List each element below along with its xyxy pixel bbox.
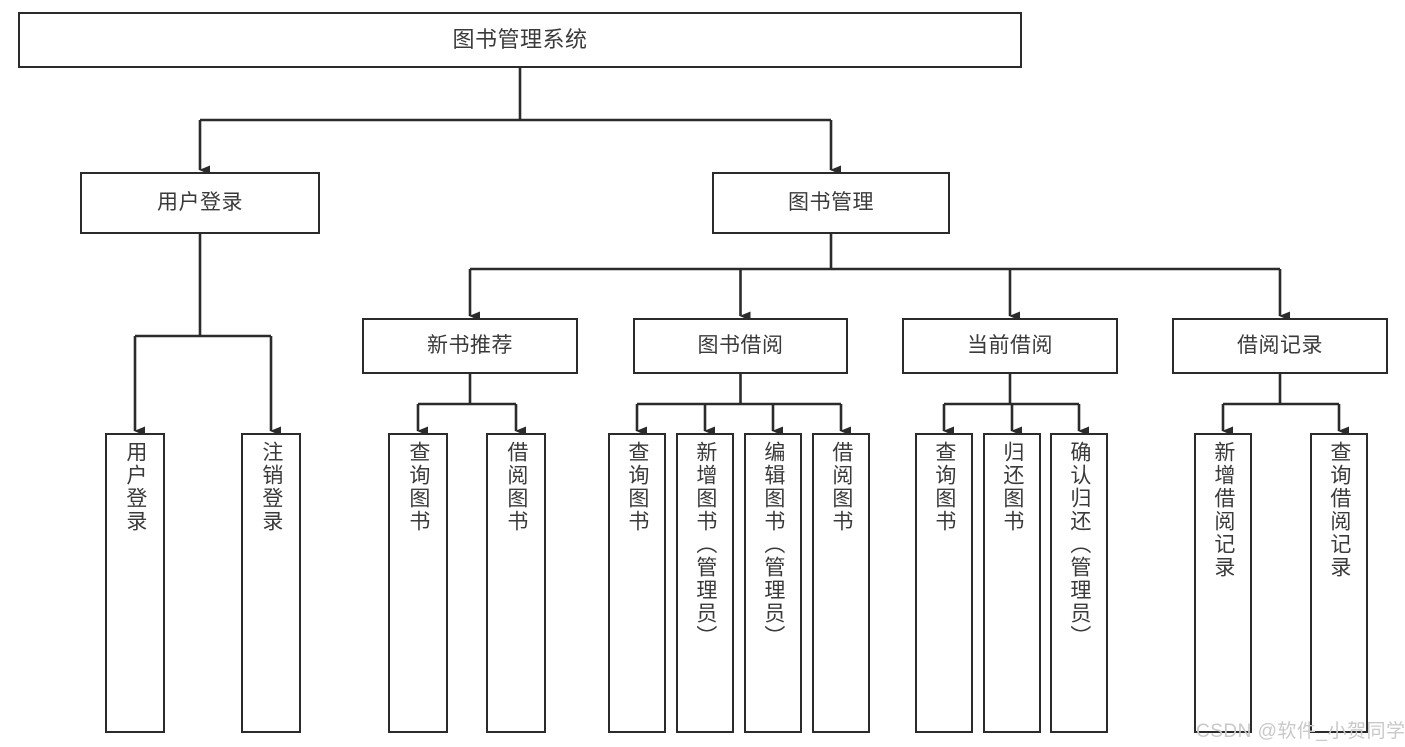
- node-leaf-user-logout[interactable]: 注销登录: [241, 433, 301, 733]
- node-book-borrow[interactable]: 图书借阅: [633, 318, 848, 374]
- node-leaf-borrow-book-1[interactable]: 借阅图书: [486, 433, 546, 733]
- node-leaf-query-book-1-label: 查询图书: [406, 441, 430, 533]
- node-leaf-add-book[interactable]: 新增图书（管理员）: [676, 433, 734, 733]
- node-leaf-user-login[interactable]: 用户登录: [105, 433, 165, 733]
- node-leaf-borrow-book-1-label: 借阅图书: [504, 441, 528, 533]
- node-leaf-edit-book-label: 编辑图书（管理员）: [761, 441, 785, 648]
- node-new-book-recommend[interactable]: 新书推荐: [362, 318, 578, 374]
- node-book-manage[interactable]: 图书管理: [712, 172, 950, 234]
- node-user-login-label: 用户登录: [157, 190, 243, 214]
- edge-group: [133, 68, 1349, 436]
- node-leaf-add-record-label: 新增借阅记录: [1211, 441, 1235, 579]
- node-book-borrow-label: 图书借阅: [697, 333, 784, 357]
- node-leaf-edit-book[interactable]: 编辑图书（管理员）: [744, 433, 802, 733]
- node-new-book-recommend-label: 新书推荐: [427, 333, 513, 357]
- node-leaf-confirm-return[interactable]: 确认归还（管理员）: [1050, 433, 1108, 733]
- node-current-borrow-label: 当前借阅: [967, 333, 1053, 357]
- node-leaf-user-logout-label: 注销登录: [259, 441, 283, 533]
- node-leaf-query-record-label: 查询借阅记录: [1327, 441, 1351, 579]
- node-borrow-record[interactable]: 借阅记录: [1172, 318, 1388, 374]
- watermark: CSDN @软件_小贺同学: [1196, 721, 1405, 742]
- node-leaf-query-book-2-label: 查询图书: [625, 441, 649, 533]
- node-leaf-user-login-label: 用户登录: [123, 441, 147, 533]
- node-current-borrow[interactable]: 当前借阅: [902, 318, 1118, 374]
- node-leaf-return-book-label: 归还图书: [1000, 441, 1024, 533]
- node-leaf-add-record[interactable]: 新增借阅记录: [1194, 433, 1252, 733]
- node-borrow-record-label: 借阅记录: [1237, 333, 1323, 357]
- node-leaf-query-book-2[interactable]: 查询图书: [608, 433, 666, 733]
- node-leaf-return-book[interactable]: 归还图书: [983, 433, 1041, 733]
- node-leaf-confirm-return-label: 确认归还（管理员）: [1067, 441, 1091, 648]
- node-leaf-query-record[interactable]: 查询借阅记录: [1310, 433, 1368, 733]
- node-root-label: 图书管理系统: [452, 27, 588, 53]
- node-leaf-add-book-label: 新增图书（管理员）: [693, 441, 717, 648]
- node-leaf-query-book-3[interactable]: 查询图书: [915, 433, 973, 733]
- node-leaf-borrow-book-2-label: 借阅图书: [829, 441, 853, 533]
- node-leaf-borrow-book-2[interactable]: 借阅图书: [812, 433, 870, 733]
- node-leaf-query-book-3-label: 查询图书: [932, 441, 956, 533]
- node-leaf-query-book-1[interactable]: 查询图书: [388, 433, 448, 733]
- node-book-manage-label: 图书管理: [788, 190, 874, 214]
- node-user-login[interactable]: 用户登录: [80, 172, 320, 234]
- node-root[interactable]: 图书管理系统: [18, 12, 1022, 68]
